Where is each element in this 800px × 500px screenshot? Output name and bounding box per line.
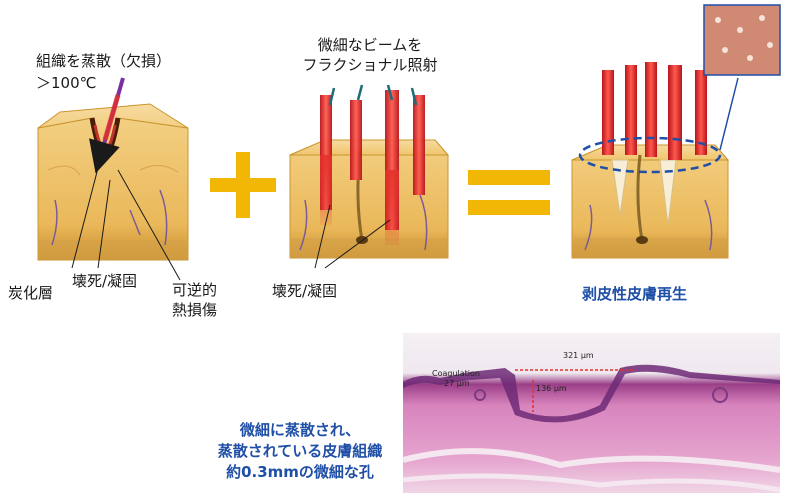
coagulation-label: Coagulation bbox=[432, 369, 480, 378]
treatment-zone-outline bbox=[578, 136, 722, 174]
ablation-skin-block bbox=[37, 103, 189, 261]
ablation-laser-icon bbox=[102, 94, 121, 141]
bottom-caption-line2: 蒸散されている皮膚組織 bbox=[217, 442, 383, 460]
carbonized-layer-label: 炭化層 bbox=[8, 284, 54, 302]
resurfacing-beams bbox=[602, 62, 707, 160]
fractional-beams bbox=[320, 90, 425, 245]
beam-arrows bbox=[328, 84, 418, 106]
vaporize-label-line2: ＞100℃ bbox=[36, 74, 97, 92]
reversible-label-line2: 熱損傷 bbox=[172, 301, 218, 319]
necrosis-label-left: 壊死/凝固 bbox=[72, 272, 138, 290]
coagulation-depth-label: 27 μm bbox=[444, 379, 470, 388]
fractional-label-line2: フラクショナル照射 bbox=[302, 56, 438, 74]
fractional-label-line1: 微細なビームを bbox=[317, 36, 423, 54]
leader-necrosis-left bbox=[97, 179, 111, 269]
resurfacing-caption: 剥皮性皮膚再生 bbox=[582, 285, 688, 303]
leader-carbonized bbox=[71, 167, 99, 269]
zoom-leader bbox=[719, 77, 739, 151]
leader-necrosis-mid-2 bbox=[324, 219, 391, 269]
plus-icon bbox=[210, 152, 276, 218]
equals-icon bbox=[468, 170, 550, 215]
skin-surface-closeup bbox=[703, 4, 781, 76]
histology-micrograph bbox=[402, 333, 781, 493]
leader-necrosis-mid-1 bbox=[314, 204, 331, 269]
bottom-caption-line3: 約0.3mmの微細な孔 bbox=[226, 463, 374, 481]
bottom-caption-line1: 微細に蒸散され、 bbox=[239, 421, 361, 439]
leader-reversible bbox=[117, 169, 181, 281]
resurfacing-skin-block bbox=[571, 144, 730, 259]
reversible-label-line1: 可逆的 bbox=[172, 281, 218, 299]
vaporize-label-line1: 組織を蒸散（欠損） bbox=[36, 52, 172, 70]
width-measure-label: 321 μm bbox=[563, 351, 594, 360]
necrosis-label-middle: 壊死/凝固 bbox=[272, 282, 338, 300]
depth-measure-label: 136 μm bbox=[536, 384, 567, 393]
